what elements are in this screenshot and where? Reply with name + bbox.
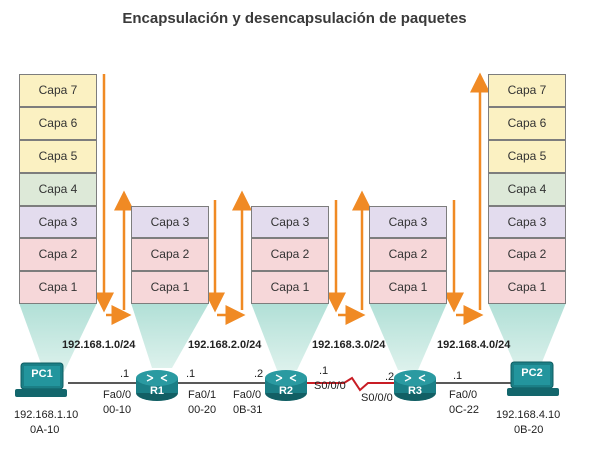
r2-name: R2 [278, 385, 294, 397]
r2-if-right: S0/0/0 [314, 380, 346, 392]
r3-name: R3 [407, 385, 423, 397]
r3-mac-right: 0C-22 [449, 404, 479, 416]
network-label-4: 192.168.4.0/24 [437, 339, 511, 351]
pc1-layer-7: Capa 7 [19, 74, 97, 107]
network-label-1: 192.168.1.0/24 [62, 339, 136, 351]
pc2-ip: 192.168.4.10 [496, 409, 561, 421]
r1-host-right: .1 [186, 368, 196, 380]
beam-pc1 [19, 303, 97, 372]
r3-host-left: .2 [385, 371, 395, 383]
r1-mac-right: 00-20 [188, 404, 217, 416]
pc2-layer-5: Capa 5 [488, 140, 566, 173]
r1-layer-1: Capa 1 [131, 271, 209, 304]
pc2-name: PC2 [521, 367, 543, 379]
router-r1-icon[interactable] [136, 370, 178, 401]
r2-layer-2: Capa 2 [251, 238, 329, 271]
r3-layer-2: Capa 2 [369, 238, 447, 271]
r1-layer-3: Capa 3 [131, 206, 209, 238]
pc2-layer-2: Capa 2 [488, 238, 566, 271]
pc2-layer-7: Capa 7 [488, 74, 566, 107]
r1-mac-left: 00-10 [103, 404, 132, 416]
r1-host-left: .1 [120, 368, 130, 380]
r3-if-right: Fa0/0 [449, 389, 478, 401]
network-label-2: 192.168.2.0/24 [188, 339, 262, 351]
pc2-layer-6: Capa 6 [488, 107, 566, 140]
r3-host-right: .1 [453, 370, 463, 382]
r2-layer-3: Capa 3 [251, 206, 329, 238]
beam-r2 [251, 303, 329, 370]
r2-mac-left: 0B-31 [233, 404, 263, 416]
r2-if-left: Fa0/0 [233, 389, 262, 401]
r1-name: R1 [149, 385, 165, 397]
r1-if-right: Fa0/1 [188, 389, 217, 401]
pc1-mac: 0A-10 [30, 424, 60, 436]
pc1-layer-4: Capa 4 [19, 173, 97, 206]
r2-host-left: .2 [254, 368, 264, 380]
r1-layer-2: Capa 2 [131, 238, 209, 271]
pc1-layer-6: Capa 6 [19, 107, 97, 140]
r3-if-left: S0/0/0 [361, 392, 393, 404]
r2-layer-1: Capa 1 [251, 271, 329, 304]
router-r2-icon[interactable] [265, 370, 307, 401]
pc2-icon[interactable] [507, 361, 559, 396]
pc2-layer-3: Capa 3 [488, 206, 566, 238]
router-r3-icon[interactable] [394, 370, 436, 401]
pc1-layer-2: Capa 2 [19, 238, 97, 271]
pc2-layer-4: Capa 4 [488, 173, 566, 206]
network-label-3: 192.168.3.0/24 [312, 339, 386, 351]
pc1-name: PC1 [31, 368, 53, 380]
pc1-layer-3: Capa 3 [19, 206, 97, 238]
r2-host-right: .1 [319, 365, 329, 377]
link-r2-r3-serial [305, 376, 396, 392]
pc1-layer-5: Capa 5 [19, 140, 97, 173]
beam-r3 [369, 303, 447, 370]
beam-r1 [131, 303, 209, 368]
pc1-ip: 192.168.1.10 [14, 409, 79, 421]
pc1-layer-1: Capa 1 [19, 271, 97, 304]
beam-pc2 [488, 303, 566, 372]
pc2-layer-1: Capa 1 [488, 271, 566, 304]
r3-layer-3: Capa 3 [369, 206, 447, 238]
pc2-mac: 0B-20 [514, 424, 544, 436]
diagram-title: Encapsulación y desencapsulación de paqu… [122, 10, 467, 27]
pc1-icon[interactable] [15, 362, 67, 397]
r1-if-left: Fa0/0 [103, 389, 132, 401]
r3-layer-1: Capa 1 [369, 271, 447, 304]
